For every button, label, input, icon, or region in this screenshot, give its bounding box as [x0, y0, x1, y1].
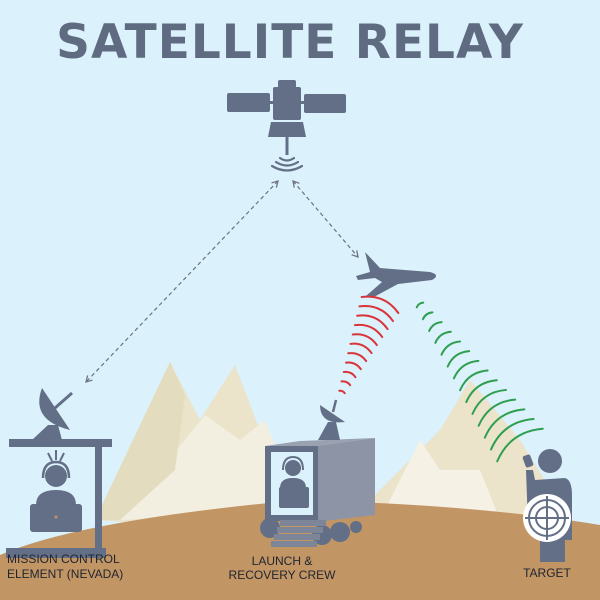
signal-wave-arc — [459, 369, 489, 392]
label-launch-recovery-line1: LAUNCH & — [252, 554, 313, 568]
title: SATELLITE RELAY — [56, 15, 524, 70]
ground — [0, 500, 600, 600]
link-satellite-mission-control — [85, 180, 279, 383]
signal-wave-arc — [340, 380, 352, 387]
signal-green-waves — [415, 301, 544, 463]
signal-wave-arc — [347, 352, 368, 363]
signal-wave-arc — [421, 311, 434, 321]
label-mission-control-line1: MISSION CONTROL — [7, 552, 120, 566]
signal-wave-arc — [351, 333, 378, 347]
table-leg — [95, 447, 102, 555]
signal-wave-arc — [353, 323, 384, 339]
signal-wave-arc — [465, 379, 498, 404]
operator-headset-icon — [279, 455, 309, 508]
mission-control-station — [6, 388, 112, 558]
signal-wave-arc — [338, 389, 346, 395]
signal-wave-arc — [440, 340, 462, 356]
signal-wave-arc — [428, 321, 443, 333]
signal-wave-arc — [490, 418, 535, 451]
signal-wave-arc — [342, 370, 357, 379]
signal-wave-arc — [446, 350, 471, 368]
signal-wave-arc — [496, 427, 544, 463]
satellite-dish-icon — [318, 399, 345, 440]
signal-wave-arc — [483, 408, 526, 439]
truck-icon — [260, 399, 375, 547]
truck-steps — [271, 520, 326, 547]
target-person-icon — [522, 449, 572, 562]
satellite-dish-icon — [32, 388, 73, 440]
signal-wave-arc — [471, 388, 508, 415]
drone-icon — [356, 252, 437, 298]
satellite-icon — [227, 80, 346, 172]
signal-wave-arc — [344, 361, 362, 371]
label-launch-recovery-line2: RECOVERY CREW — [229, 568, 337, 582]
link-satellite-drone — [292, 180, 359, 258]
signal-wave-arc — [415, 301, 425, 309]
operator-headset-icon — [30, 450, 82, 532]
platform — [6, 548, 106, 558]
signal-wave-arc — [452, 359, 480, 380]
signal-wave-arc — [349, 342, 373, 355]
signal-wave-arc — [358, 305, 394, 323]
signal-wave-arc — [477, 398, 517, 427]
mountains-left — [95, 362, 300, 530]
table-top — [9, 439, 112, 447]
label-mission-control-line2: ELEMENT (NEVADA) — [7, 567, 123, 581]
signal-wave-arc — [434, 330, 452, 344]
signal-red-waves — [338, 295, 400, 395]
signal-wave-arc — [360, 295, 400, 315]
signal-wave-arc — [356, 314, 389, 331]
crosshair-icon — [523, 494, 571, 542]
label-target: TARGET — [523, 566, 571, 580]
